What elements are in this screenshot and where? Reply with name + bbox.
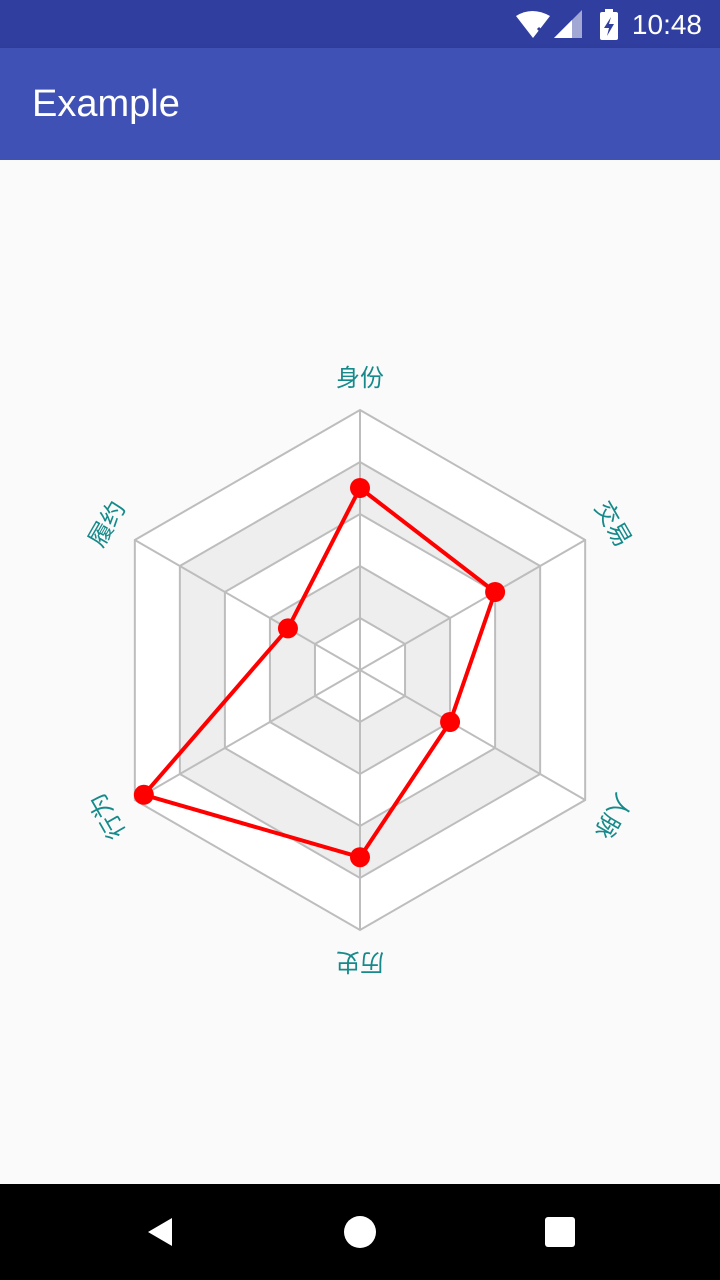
axis-label: 履约 [83, 496, 131, 552]
status-icons [516, 9, 618, 40]
axis-label: 人脉 [589, 788, 637, 844]
grid-spoke [134, 669, 361, 801]
grid-spoke [134, 539, 361, 671]
navigation-bar [0, 1184, 720, 1280]
content-area: 身份交易人脉历史 行为 履约 [0, 160, 720, 1184]
home-icon[interactable] [336, 1208, 384, 1256]
signal-icon [554, 10, 582, 38]
status-bar: 10:48 [0, 0, 720, 48]
data-point [277, 618, 298, 639]
status-time: 10:48 [631, 9, 702, 40]
app-bar: Example [0, 48, 720, 160]
battery-charging-icon [600, 9, 618, 40]
axis-label: 交易 [589, 496, 637, 552]
data-point [133, 784, 154, 805]
axis-label: 历史 [336, 948, 384, 976]
recents-icon[interactable] [536, 1208, 584, 1256]
app-title: Example [32, 83, 180, 125]
data-point [485, 582, 506, 602]
data-point [440, 712, 461, 732]
grid-spoke [359, 539, 586, 671]
back-icon[interactable] [136, 1208, 184, 1256]
wifi-off-icon [516, 11, 550, 38]
axis-label: 身份 [336, 364, 384, 392]
axis-label: 行为 [83, 788, 131, 844]
data-point [350, 847, 370, 868]
grid-spoke [359, 669, 586, 801]
data-point [350, 478, 370, 498]
